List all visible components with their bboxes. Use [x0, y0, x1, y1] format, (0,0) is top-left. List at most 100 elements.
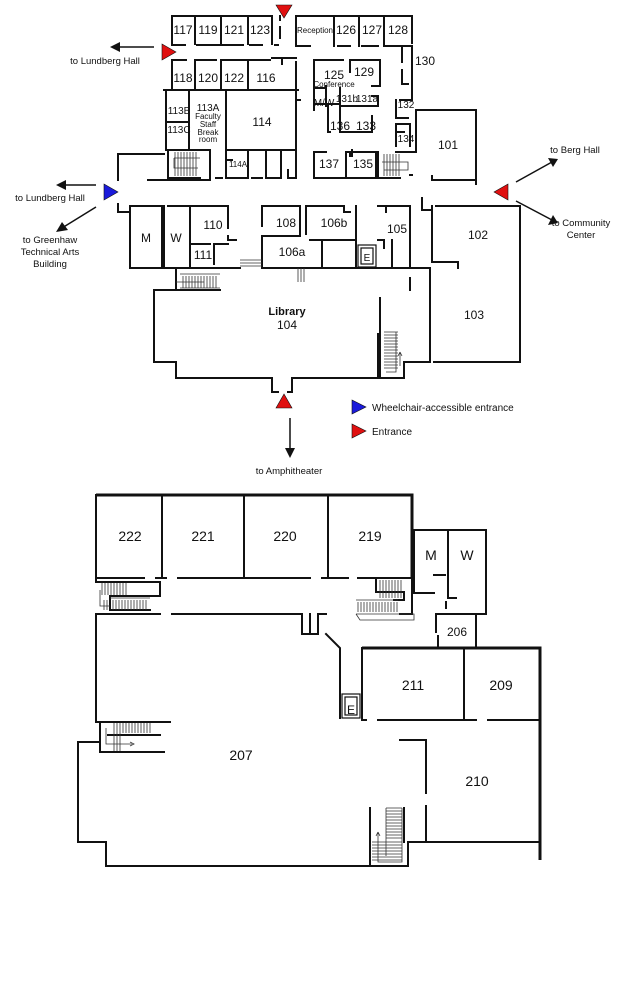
room-106a-label: 106a — [279, 245, 306, 259]
room-121-label: 121 — [224, 23, 244, 37]
to-greenhaw-line3: Building — [33, 259, 67, 270]
to-greenhaw-line2: Technical Arts — [21, 247, 80, 258]
stair-floor2-bottom-right — [372, 807, 403, 863]
room-129-label: 129 — [354, 65, 374, 79]
room-209-label: 209 — [489, 677, 513, 693]
to-amphitheater: to Amphitheater — [256, 466, 323, 477]
restroom-women-floor2-label: W — [460, 547, 474, 563]
room-125-label: 125 — [324, 68, 344, 82]
room-108-label: 108 — [276, 216, 296, 230]
arrow-community-icon — [515, 200, 553, 221]
wheelchair-entrance-west-icon — [103, 183, 119, 201]
to-berg-hall: to Berg Hall — [550, 145, 600, 156]
room-113c-label: 113C — [167, 125, 190, 136]
elevator-floor2 — [341, 693, 361, 719]
legend-wheelchair-icon — [351, 399, 367, 415]
room-113a-desc-4: room — [199, 135, 218, 144]
legend-wheelchair-label: Wheelchair-accessible entrance — [372, 403, 514, 414]
room-219-label: 219 — [358, 528, 382, 544]
room-134-label: 134 — [398, 134, 415, 145]
legend-entrance-label: Entrance — [372, 427, 412, 438]
floor-1-plan — [117, 15, 521, 393]
room-136-label: 136 — [330, 119, 350, 133]
legend-entrance-icon — [351, 423, 367, 439]
stair-floor2-bottom-left — [105, 723, 151, 751]
room-113a-desc-1: Faculty — [195, 112, 221, 121]
stair-floor1-small — [240, 259, 305, 282]
room-103-label: 103 — [464, 308, 484, 322]
room-111-label: 111 — [194, 248, 213, 262]
room-221-label: 221 — [191, 528, 215, 544]
room-222-label: 222 — [118, 528, 142, 544]
reception-label: Reception — [297, 26, 333, 35]
stair-floor2-top-left — [99, 583, 150, 610]
stair-floor1-right — [382, 154, 409, 176]
room-104-label: 104 — [277, 318, 297, 332]
stair-floor1-left — [173, 152, 200, 176]
to-lundberg-hall-mid: to Lundberg Hall — [15, 193, 85, 204]
room-106b-label: 106b — [321, 216, 348, 230]
room-101-label: 101 — [438, 138, 458, 152]
entrance-south-icon — [275, 393, 293, 409]
arrow-greenhaw-icon — [61, 206, 97, 229]
room-122-label: 122 — [224, 71, 244, 85]
stair-library-left — [176, 273, 220, 289]
room-220-label: 220 — [273, 528, 297, 544]
floor-2-plan — [77, 493, 542, 867]
room-128-label: 128 — [388, 23, 408, 37]
entrance-west-top-icon — [161, 43, 177, 61]
room-118-label: 118 — [173, 71, 192, 85]
room-114a-label: 114A — [229, 160, 248, 169]
room-117-label: 117 — [173, 23, 192, 37]
conference-label: Conference — [313, 80, 355, 89]
entrance-east-icon — [493, 183, 509, 201]
restroom-mw-label: M/W — [314, 98, 335, 109]
room-110-label: 110 — [203, 218, 222, 232]
elevator-floor2-label: E — [347, 703, 355, 717]
restroom-men-floor2-label: M — [425, 547, 437, 563]
direction-arrows — [56, 42, 558, 458]
entrance-markers — [103, 4, 509, 409]
floor-2-labels: 222 221 220 219 M W 206 211 209 E 207 21… — [118, 528, 513, 789]
entrance-top-icon — [275, 4, 293, 19]
to-greenhaw-line1: to Greenhaw — [23, 235, 78, 246]
room-116-label: 116 — [256, 71, 275, 85]
room-210-label: 210 — [465, 773, 489, 789]
room-206-label: 206 — [447, 625, 467, 639]
room-130-label: 130 — [415, 54, 435, 68]
stair-library-right — [384, 331, 403, 373]
stair-floor2-top-right — [355, 580, 415, 621]
to-community-line1: to Community — [552, 218, 611, 229]
room-113a-desc-2: Staff — [200, 120, 217, 129]
elevator-floor1-label: E — [364, 253, 371, 264]
to-community-line2: Center — [567, 230, 596, 241]
direction-labels: to Lundberg Hall to Lundberg Hall to Gre… — [15, 56, 610, 477]
room-137-label: 137 — [319, 157, 339, 171]
room-119-label: 119 — [198, 23, 217, 37]
room-126-label: 126 — [336, 23, 356, 37]
to-lundberg-hall-top: to Lundberg Hall — [70, 56, 140, 67]
room-135-label: 135 — [353, 157, 373, 171]
room-133-label: 133 — [356, 119, 376, 133]
room-114-label: 114 — [252, 115, 271, 129]
library-label: Library — [268, 306, 306, 318]
room-207-label: 207 — [229, 747, 253, 763]
room-123-label: 123 — [250, 23, 270, 37]
room-127-label: 127 — [362, 23, 382, 37]
room-131a-label: 131a — [356, 94, 379, 105]
restroom-women-label: W — [170, 231, 182, 245]
room-113b-label: 113B — [168, 106, 191, 117]
room-131b-label: 131b — [336, 94, 359, 105]
elevator-floor1 — [357, 244, 377, 268]
room-113a-desc-3: Break — [198, 128, 220, 137]
floor-1-labels: 117 119 121 123 Reception 126 127 128 13… — [141, 23, 488, 332]
room-105-label: 105 — [387, 222, 407, 236]
room-132-label: 132 — [398, 100, 415, 111]
legend: Wheelchair-accessible entrance Entrance — [351, 399, 514, 439]
arrow-berg-icon — [515, 161, 553, 183]
room-120-label: 120 — [198, 71, 218, 85]
room-211-label: 211 — [402, 677, 425, 693]
restroom-men-label: M — [141, 231, 151, 245]
room-113a-label: 113A — [197, 103, 220, 114]
